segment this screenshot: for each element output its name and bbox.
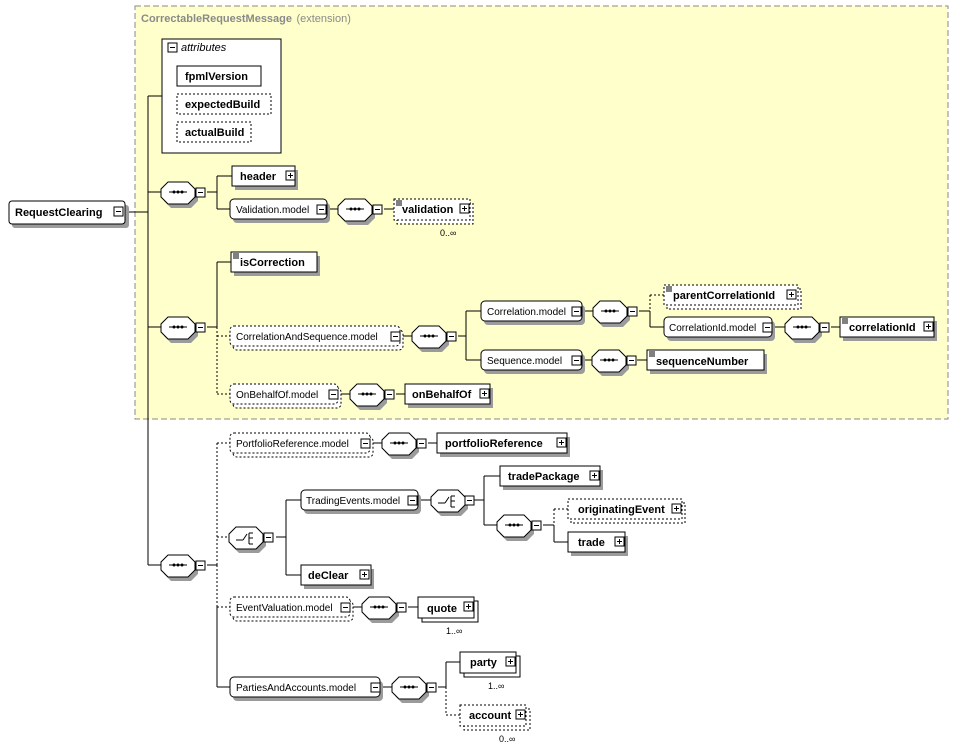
quote-occurrence: 1..∞ <box>446 626 462 636</box>
account-occurrence: 0..∞ <box>499 734 515 744</box>
sequence-compositor-partiesandaccounts[interactable] <box>391 676 437 703</box>
svg-text:CorrelationId.model: CorrelationId.model <box>669 323 756 334</box>
attributes-title: attributes <box>181 42 227 54</box>
svg-text:Validation.model: Validation.model <box>236 205 309 216</box>
sequence-compositor-portfolioreference[interactable] <box>381 432 427 459</box>
element-onbehalfof[interactable]: onBehalfOf <box>404 383 493 408</box>
party-occurrence: 1..∞ <box>488 681 504 691</box>
svg-text:isCorrection: isCorrection <box>240 257 305 269</box>
svg-text:PartiesAndAccounts.model: PartiesAndAccounts.model <box>236 683 356 694</box>
element-portfolioreference[interactable]: portfolioReference <box>436 432 570 457</box>
group-onbehalfof-model[interactable]: OnBehalfOf.model <box>229 383 342 409</box>
sequence-compositor-onbehalfof[interactable] <box>349 383 395 410</box>
attributes-group: attributes fpmlVersion expectedBuild act… <box>161 38 282 154</box>
element-parentcorrelationid[interactable]: parentCorrelationId <box>663 284 802 310</box>
element-sequencenumber[interactable]: sequenceNumber <box>646 349 767 374</box>
svg-text:sequenceNumber: sequenceNumber <box>656 356 749 368</box>
group-correlation-model[interactable]: Correlation.model <box>480 300 585 325</box>
svg-text:quote: quote <box>427 603 457 615</box>
group-portfolioreference-model[interactable]: PortfolioReference.model <box>229 432 374 458</box>
sequence-compositor-eventvaluation[interactable] <box>361 596 407 623</box>
sequence-compositor-correlation-and-sequence[interactable] <box>411 325 457 352</box>
sequence-compositor-validation[interactable] <box>337 198 383 225</box>
attribute-expectedbuild[interactable]: expectedBuild <box>185 99 260 111</box>
svg-text:correlationId: correlationId <box>849 322 916 334</box>
validation-occurrence: 0..∞ <box>440 228 456 238</box>
attribute-fpmlversion[interactable]: fpmlVersion <box>185 71 248 83</box>
group-tradingevents-model[interactable]: TradingEvents.model <box>300 489 421 514</box>
svg-text:validation: validation <box>402 204 454 216</box>
attribute-actualbuild[interactable]: actualBuild <box>185 127 244 139</box>
group-validation-model[interactable]: Validation.model <box>229 198 330 223</box>
svg-text:Sequence.model: Sequence.model <box>487 356 562 367</box>
element-originatingevent[interactable]: originatingEvent <box>567 498 686 524</box>
element-tradepackage[interactable]: tradePackage <box>499 465 603 490</box>
element-account[interactable]: account 0..∞ <box>459 704 531 744</box>
element-party[interactable]: party 1..∞ <box>459 651 521 691</box>
svg-text:header: header <box>240 171 277 183</box>
extension-title: CorrectableRequestMessage (extension) <box>141 9 351 26</box>
svg-text:party: party <box>470 657 498 669</box>
element-iscorrection[interactable]: isCorrection <box>230 251 320 276</box>
element-correlationid[interactable]: correlationId <box>839 316 937 341</box>
svg-text:EventValuation.model: EventValuation.model <box>236 603 333 614</box>
svg-text:portfolioReference: portfolioReference <box>445 438 543 450</box>
svg-text:PortfolioReference.model: PortfolioReference.model <box>236 439 349 450</box>
element-quote[interactable]: quote 1..∞ <box>417 596 479 636</box>
svg-text:CorrelationAndSequence.model: CorrelationAndSequence.model <box>236 332 378 343</box>
svg-text:OnBehalfOf.model: OnBehalfOf.model <box>236 390 318 401</box>
svg-text:tradePackage: tradePackage <box>508 471 580 483</box>
element-declear[interactable]: deClear <box>300 564 374 589</box>
svg-text:deClear: deClear <box>308 570 349 582</box>
group-partiesandaccounts-model[interactable]: PartiesAndAccounts.model <box>229 676 383 701</box>
svg-text:TradingEvents.model: TradingEvents.model <box>306 496 400 507</box>
group-eventvaluation-model[interactable]: EventValuation.model <box>229 596 354 622</box>
svg-text:RequestClearing: RequestClearing <box>15 207 102 219</box>
sequence-compositor-1[interactable] <box>160 181 206 208</box>
sequence-compositor-3[interactable] <box>160 554 206 581</box>
svg-text:originatingEvent: originatingEvent <box>578 504 665 516</box>
svg-text:Correlation.model: Correlation.model <box>487 307 566 318</box>
choice-compositor[interactable] <box>228 526 274 553</box>
element-trade[interactable]: trade <box>567 531 628 556</box>
sequence-compositor-correlation[interactable] <box>592 300 638 327</box>
element-header[interactable]: header <box>231 165 298 190</box>
sequence-compositor-correlationid[interactable] <box>784 316 830 343</box>
svg-text:account: account <box>469 710 512 722</box>
sequence-compositor-trading[interactable] <box>496 514 542 541</box>
svg-text:onBehalfOf: onBehalfOf <box>412 389 472 401</box>
choice-compositor-tradingevents[interactable] <box>430 489 475 516</box>
group-correlationid-model[interactable]: CorrelationId.model <box>663 316 775 341</box>
svg-text:parentCorrelationId: parentCorrelationId <box>673 290 775 302</box>
group-sequence-model[interactable]: Sequence.model <box>480 349 585 374</box>
svg-text:trade: trade <box>578 537 605 549</box>
sequence-compositor-sequence[interactable] <box>591 349 637 376</box>
sequence-compositor-2[interactable] <box>160 316 206 343</box>
element-validation[interactable]: validation 0..∞ <box>393 198 474 238</box>
group-correlation-and-sequence-model[interactable]: CorrelationAndSequence.model <box>229 325 404 351</box>
root-element[interactable]: RequestClearing <box>8 200 129 228</box>
